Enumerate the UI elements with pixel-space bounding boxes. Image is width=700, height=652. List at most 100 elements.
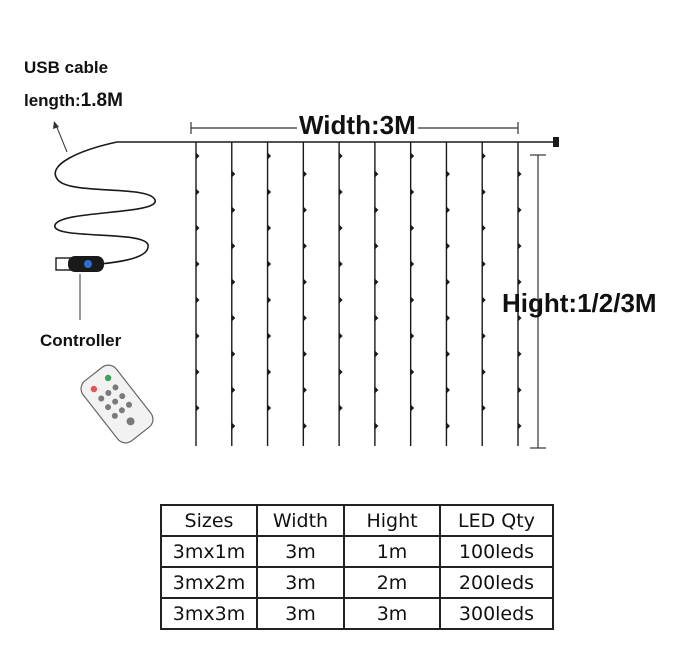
led-bulb (195, 152, 200, 160)
table-row: 3mx2m 3m 2m 200leds (160, 566, 554, 599)
led-bulb (338, 404, 343, 412)
led-bulb (445, 278, 450, 286)
led-bulb (338, 332, 343, 340)
led-bulb (410, 260, 415, 268)
led-bulb (231, 314, 236, 322)
light-strands (195, 142, 522, 446)
led-bulb (374, 278, 379, 286)
led-bulb (410, 368, 415, 376)
led-bulb (195, 188, 200, 196)
table-cell: 3m (256, 597, 345, 630)
usb-length-label: length:1.8M (24, 90, 123, 112)
led-bulb (267, 188, 272, 196)
led-bulb (410, 224, 415, 232)
usb-plug-icon (55, 256, 104, 272)
led-bulb (231, 422, 236, 430)
table-cell: 3mx2m (160, 566, 258, 599)
led-bulb (267, 224, 272, 232)
led-bulb (302, 386, 307, 394)
led-bulb (445, 170, 450, 178)
led-bulb (195, 260, 200, 268)
led-bulb (517, 278, 522, 286)
led-bulb (267, 296, 272, 304)
led-bulb (231, 206, 236, 214)
led-bulb (302, 350, 307, 358)
table-cell: 3m (256, 566, 345, 599)
usb-cable-label: USB cable (24, 58, 109, 77)
led-bulb (517, 170, 522, 178)
led-bulb (445, 422, 450, 430)
led-bulb (195, 332, 200, 340)
led-bulb (302, 422, 307, 430)
led-bulb (517, 350, 522, 358)
led-bulb (231, 278, 236, 286)
led-bulb (195, 224, 200, 232)
led-bulb (231, 170, 236, 178)
led-bulb (338, 260, 343, 268)
led-bulb (481, 152, 486, 160)
led-bulb (267, 152, 272, 160)
led-bulb (410, 152, 415, 160)
led-bulb (302, 314, 307, 322)
size-spec-table: Sizes Width Hight LED Qty 3mx1m 3m 1m 10… (160, 504, 554, 630)
led-bulb (445, 314, 450, 322)
led-bulb (267, 404, 272, 412)
led-bulb (267, 368, 272, 376)
led-bulb (374, 350, 379, 358)
led-bulb (374, 314, 379, 322)
led-bulb (481, 260, 486, 268)
led-bulb (410, 404, 415, 412)
led-bulb (481, 368, 486, 376)
led-bulb (481, 188, 486, 196)
usb-length-prefix: length: (24, 91, 81, 110)
height-label: Hight:1/2/3M (502, 288, 657, 318)
header-led-qty: LED Qty (439, 504, 554, 537)
led-bulb (445, 206, 450, 214)
led-bulb (302, 206, 307, 214)
width-label: Width:3M (297, 110, 418, 141)
table-cell: 300leds (439, 597, 554, 630)
height-dimension (530, 154, 546, 449)
led-bulb (338, 188, 343, 196)
led-bulb (410, 332, 415, 340)
remote-control-icon (80, 364, 154, 444)
led-bulb (374, 206, 379, 214)
led-bulb (338, 224, 343, 232)
led-bulb (231, 350, 236, 358)
led-bulb (374, 242, 379, 250)
usb-pointer (55, 124, 68, 153)
header-sizes: Sizes (160, 504, 258, 537)
led-bulb (195, 296, 200, 304)
led-bulb (445, 242, 450, 250)
led-bulb (195, 368, 200, 376)
led-bulb (445, 386, 450, 394)
led-bulb (481, 224, 486, 232)
table-cell: 3m (343, 597, 441, 630)
led-bulb (481, 404, 486, 412)
led-bulb (338, 152, 343, 160)
led-bulb (374, 386, 379, 394)
table-cell: 2m (343, 566, 441, 599)
led-bulb (410, 296, 415, 304)
led-bulb (481, 332, 486, 340)
led-bulb (374, 422, 379, 430)
led-bulb (374, 170, 379, 178)
led-bulb (517, 206, 522, 214)
table-cell: 3mx3m (160, 597, 258, 630)
table-header-row: Sizes Width Hight LED Qty (160, 504, 554, 537)
table-cell: 3mx1m (160, 535, 258, 568)
led-bulb (231, 386, 236, 394)
usb-length-value: 1.8M (80, 90, 123, 111)
table-row: 3mx1m 3m 1m 100leds (160, 535, 554, 568)
end-cap (553, 137, 559, 147)
table-cell: 1m (343, 535, 441, 568)
usb-cable (54, 141, 156, 265)
led-bulb (445, 350, 450, 358)
table-cell: 3m (256, 535, 345, 568)
led-bulb (231, 242, 236, 250)
led-bulb (517, 386, 522, 394)
led-bulb (517, 422, 522, 430)
led-bulb (410, 188, 415, 196)
table-row: 3mx3m 3m 3m 300leds (160, 597, 554, 630)
